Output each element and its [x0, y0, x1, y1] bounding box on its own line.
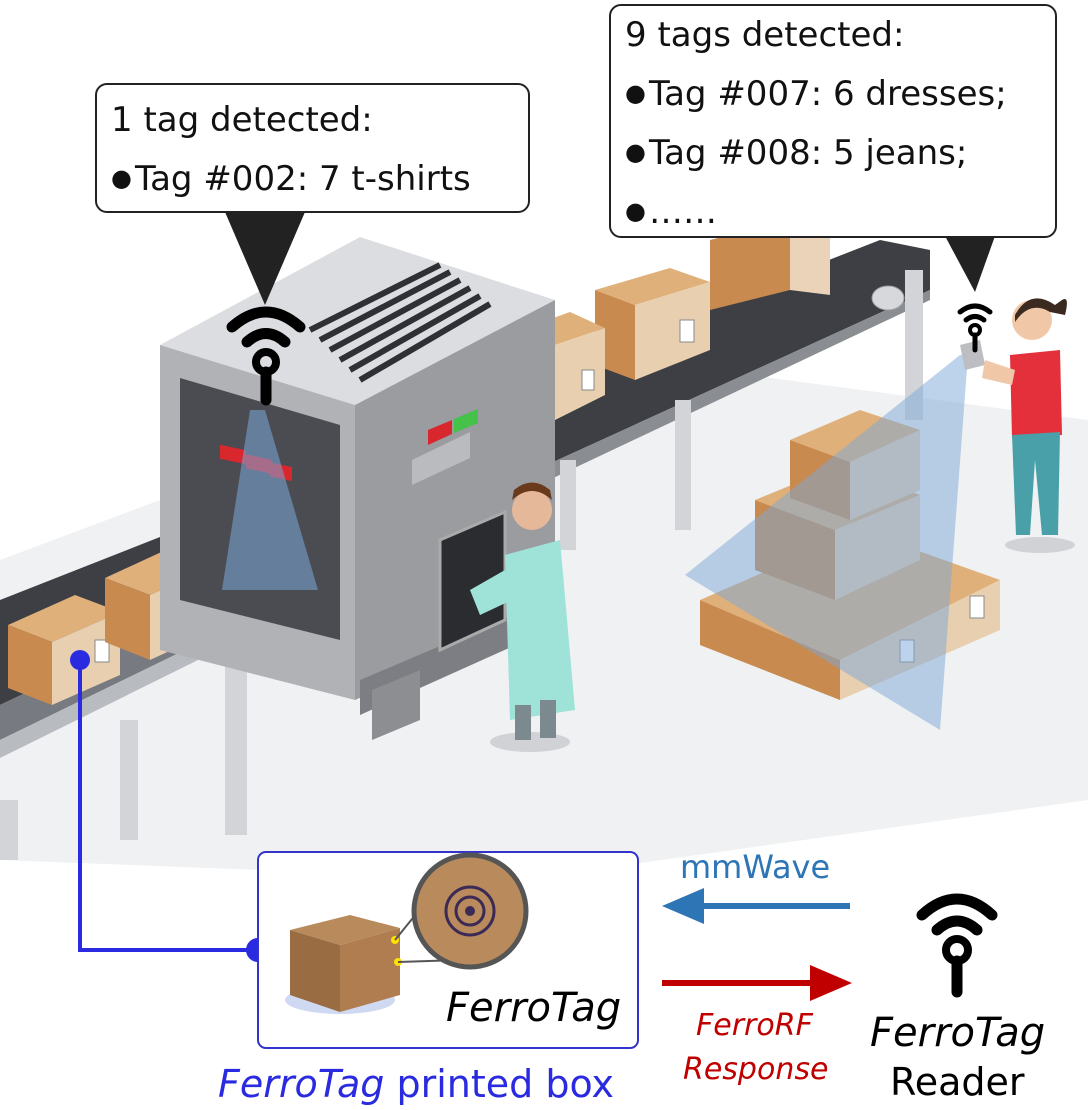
conveyor-detection-callout: 1 tag detected: Tag #002: 7 t-shirts [95, 83, 530, 213]
mmwave-arrow [662, 888, 850, 924]
tag-label: FerroTag [446, 985, 622, 1031]
handheld-callout-title: 9 tags detected: [625, 15, 905, 55]
handheld-callout-item: Tag #008: 5 jeans; [625, 123, 1041, 182]
scan-beam [222, 410, 318, 590]
tag-zoom-circle [411, 852, 529, 970]
mmwave-label: mmWave [680, 848, 831, 886]
conveyor-callout-item: Tag #002: 7 t-shirts [111, 149, 514, 208]
handheld-callout-pointer [945, 236, 995, 292]
caption-rest: printed box [384, 1062, 615, 1106]
printed-box-image [285, 902, 461, 1014]
handheld-callout-item: …… [625, 182, 1041, 241]
handheld-detection-callout: 9 tags detected: Tag #007: 6 dresses; Ta… [609, 4, 1057, 238]
caption-italic: FerroTag [218, 1062, 385, 1106]
response-arrow [662, 965, 852, 1001]
response-label-line2: Response [683, 1052, 829, 1087]
worker-figure [960, 298, 1075, 553]
reader-label-line2: Reader [890, 1060, 1025, 1104]
handheld-wireless-icon [957, 303, 993, 353]
handheld-callout-item: Tag #007: 6 dresses; [625, 64, 1041, 123]
wireless-icon [226, 306, 306, 406]
conveyor-callout-title: 1 tag detected: [111, 100, 373, 140]
conveyor-callout-pointer [225, 212, 305, 305]
reader-label-line1: FerroTag [870, 1010, 1046, 1056]
reader-wireless-icon [916, 893, 998, 998]
handheld-beam [685, 355, 968, 730]
response-label-line1: FerroRF [696, 1008, 813, 1043]
operator-figure [470, 482, 575, 752]
tag-panel-caption: FerroTag printed box [218, 1062, 614, 1106]
